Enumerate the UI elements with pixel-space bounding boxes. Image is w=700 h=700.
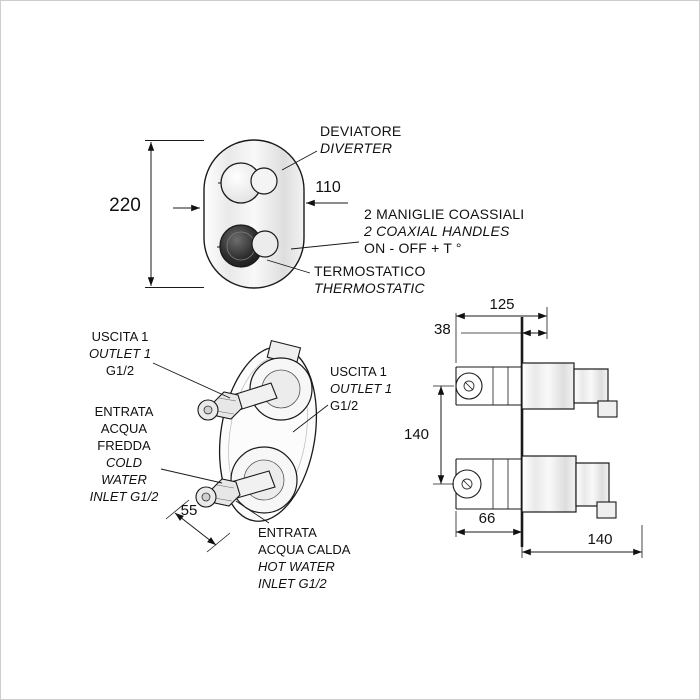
callout-handles-it: 2 MANIGLIE COASSIALI — [364, 206, 525, 222]
callout-diverter: DEVIATORE DIVERTER — [320, 123, 401, 157]
label-cold-l3: FREDDA — [97, 438, 151, 453]
dim-section-140-vertical: 140 — [404, 426, 430, 443]
dim-section-66: 66 — [478, 510, 496, 527]
dim-section-140-horizontal: 140 — [587, 531, 613, 548]
label-hot-l4: INLET G1/2 — [258, 576, 327, 591]
callout-diverter-en: DIVERTER — [320, 140, 393, 156]
inlet-hex-nut-bottom — [210, 478, 241, 507]
label-outlet-left: USCITA 1 OUTLET 1 G1/2 — [85, 328, 155, 379]
section-view-drawing — [433, 307, 643, 558]
label-outlet-left-it: USCITA 1 — [91, 329, 149, 344]
label-cold-l6: INLET G1/2 — [89, 489, 159, 504]
front-view-drawing — [145, 139, 360, 289]
dim-front-width: 110 — [315, 179, 341, 196]
callout-thermostatic-en: THERMOSTATIC — [314, 280, 425, 296]
escutcheon-plate — [203, 139, 305, 289]
dim-side-spacing: 55 — [180, 502, 198, 519]
label-hot-inlet: ENTRATA ACQUA CALDA HOT WATER INLET G1/2 — [258, 524, 350, 592]
label-cold-l2: ACQUA — [100, 421, 148, 436]
callout-thermostatic: TERMOSTATICO THERMOSTATIC — [314, 263, 426, 297]
label-cold-inlet: ENTRATA ACQUA FREDDA COLD WATER INLET G1… — [87, 403, 161, 505]
label-outlet-left-en: OUTLET 1 — [88, 346, 152, 361]
label-cold-l5: WATER — [101, 472, 147, 487]
callout-thermostatic-it: TERMOSTATICO — [314, 263, 426, 279]
label-outlet-right-en: OUTLET 1 — [330, 381, 393, 396]
label-outlet-right-thread: G1/2 — [330, 398, 359, 413]
label-hot-l2: ACQUA CALDA — [258, 542, 351, 557]
callout-handles-note: ON - OFF + T ° — [364, 240, 462, 256]
label-hot-l3: HOT WATER — [258, 559, 335, 574]
outlet-hex-nut-top — [212, 391, 243, 420]
label-outlet-right: USCITA 1 OUTLET 1 G1/2 — [330, 363, 392, 414]
label-outlet-left-thread: G1/2 — [105, 363, 135, 378]
label-hot-l1: ENTRATA — [258, 525, 317, 540]
label-cold-l1: ENTRATA — [94, 404, 154, 419]
dim-front-height: 220 — [109, 195, 141, 216]
side-view-drawing — [152, 339, 329, 553]
label-outlet-right-it: USCITA 1 — [330, 364, 387, 379]
label-cold-l4: COLD — [105, 455, 143, 470]
callout-diverter-it: DEVIATORE — [320, 123, 402, 139]
callout-handles-en: 2 COAXIAL HANDLES — [364, 223, 510, 239]
dim-section-125: 125 — [489, 296, 515, 313]
callout-handles: 2 MANIGLIE COASSIALI 2 COAXIAL HANDLES O… — [364, 206, 524, 257]
dim-section-38: 38 — [434, 321, 451, 338]
